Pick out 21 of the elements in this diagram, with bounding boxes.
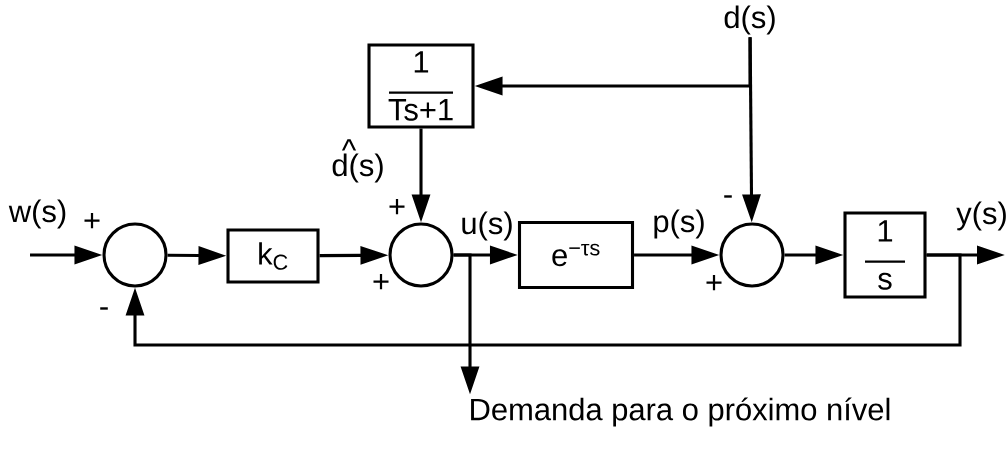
summing-junction [102,222,168,288]
summing-junction [388,222,454,288]
signal-arrow [125,253,962,347]
sign-label: + [373,274,389,290]
transfer-function-box: 1 Ts+1 [367,43,475,129]
signal-label: p(s) [654,209,704,239]
signal-label: d(s) [724,5,775,35]
signal-label: w(s) [8,199,66,229]
signal-label: u(s) [462,211,512,241]
transfer-function-box: k$_{C}$ [226,228,320,284]
transfer-function-box: 1 s [843,211,927,299]
signal-label: d(s) [332,153,383,183]
signal-label: y(s) [956,201,1006,231]
hat-accent: ^ [341,139,357,151]
sign-label: - [100,307,108,310]
sign-label: + [706,275,722,291]
signal-label: Demanda para o próximo nível [471,397,890,427]
sign-label: + [84,213,100,229]
sign-label: + [389,199,405,215]
transfer-function-box: e$^{−τs}$ [517,220,635,290]
sign-label: - [724,195,732,198]
